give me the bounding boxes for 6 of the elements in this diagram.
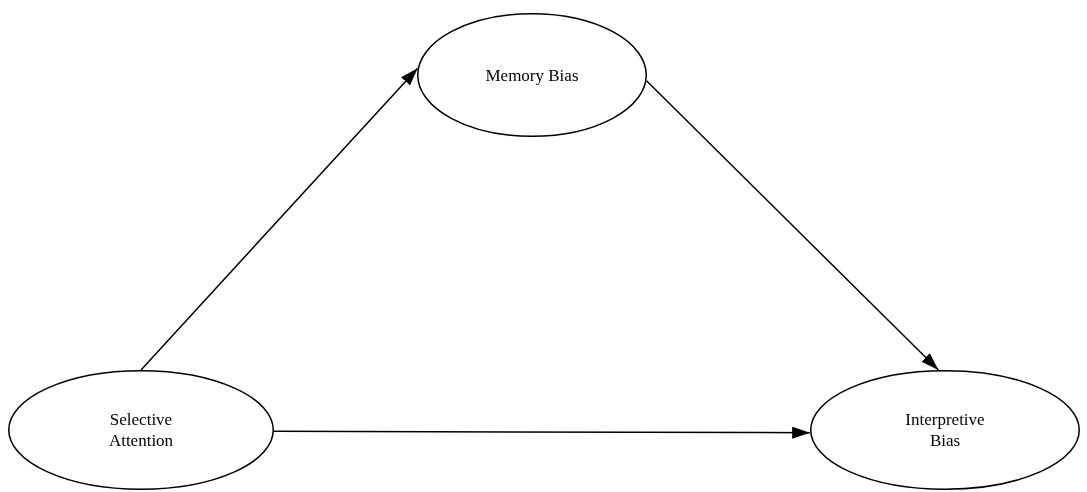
arrow [645,79,940,371]
node-label: Selective Attention [107,409,175,451]
arrow [140,67,419,371]
node-label: Interpretive Bias [904,409,986,451]
arrow [273,426,811,439]
node-label: Memory Bias [484,64,580,86]
